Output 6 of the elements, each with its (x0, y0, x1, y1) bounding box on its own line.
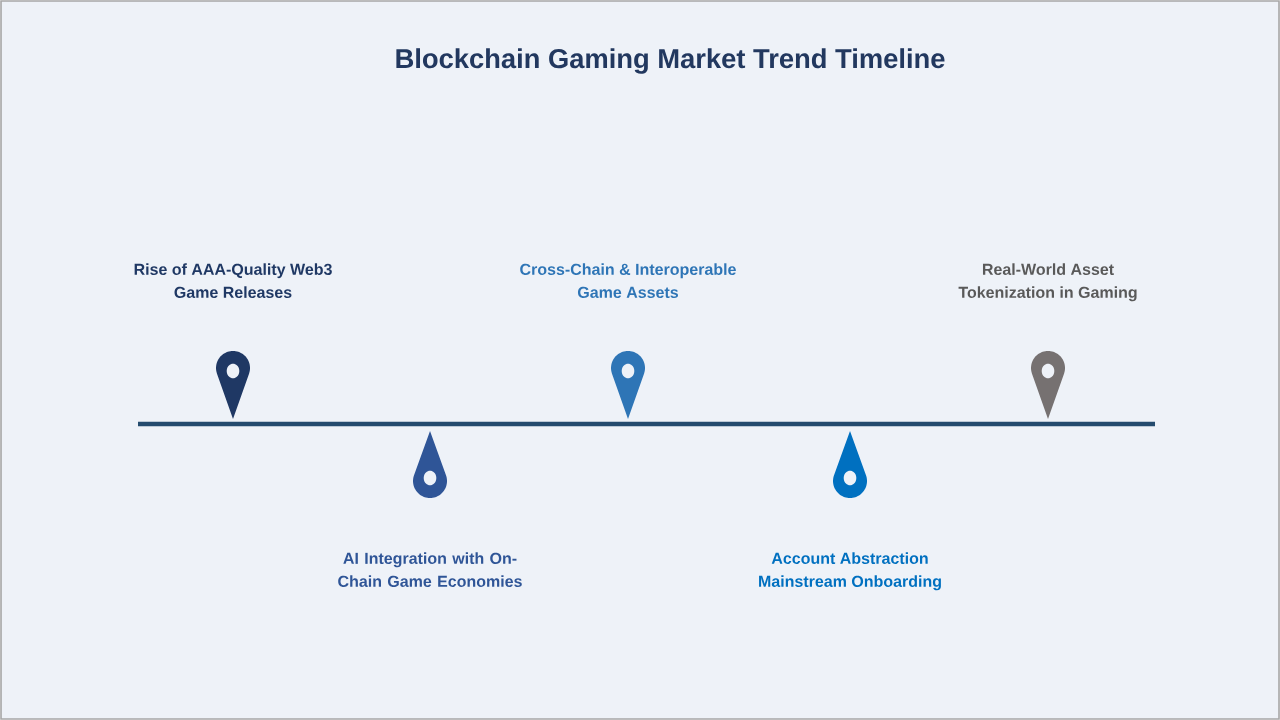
milestone-label: Account Abstraction Mainstream Onboarding (759, 552, 941, 591)
milestone-label: Real-World Asset Tokenization in Gaming (958, 263, 1137, 302)
milestone-label: Cross-Chain & Interoperable Game Assets (520, 263, 736, 298)
title: Blockchain Gaming Market Trend Timeline (396, 48, 945, 74)
milestone-label: AI Integration with On-Chain Game Economies (338, 552, 522, 587)
milestone-label: Rise of AAA-Quality Web3 Game Releases (134, 263, 332, 298)
